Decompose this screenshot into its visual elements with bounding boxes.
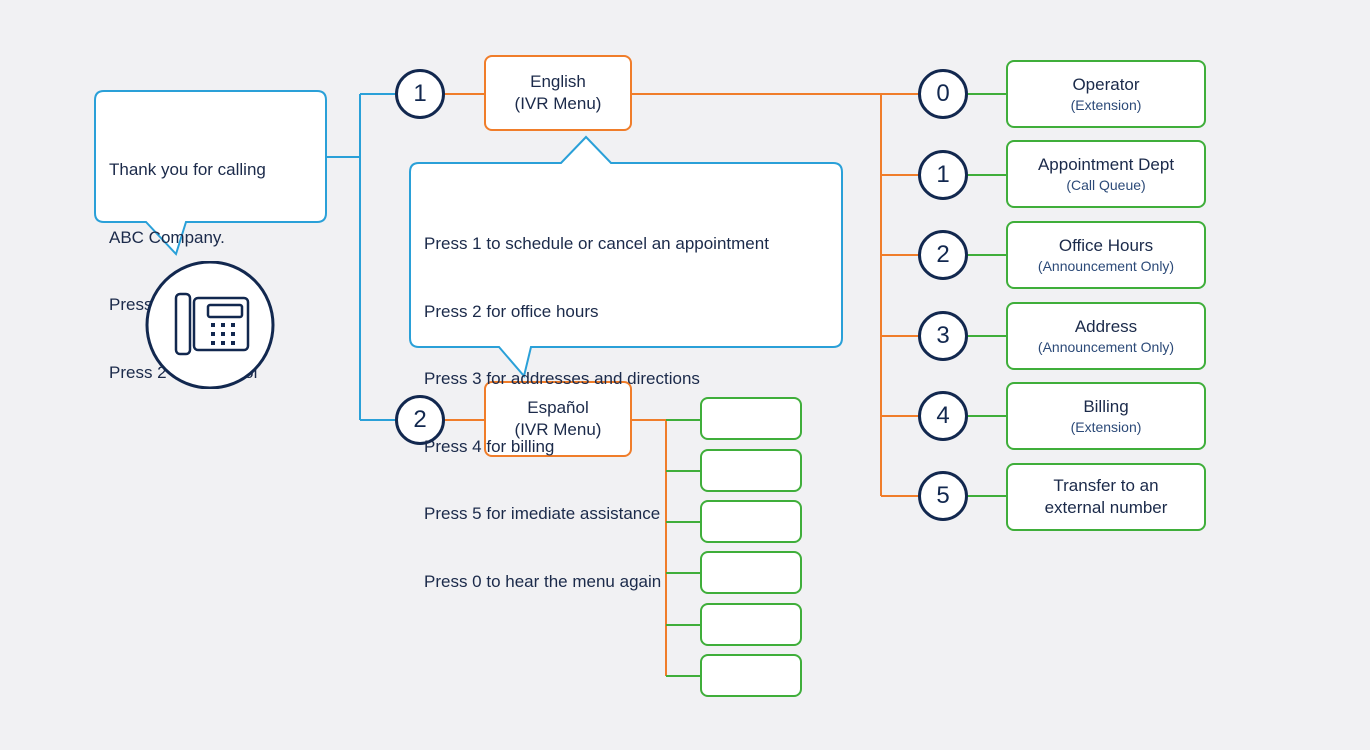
english-option-5-circle: 5 [918, 471, 968, 521]
menu-subtitle: (IVR Menu) [514, 94, 602, 113]
office-hours-destination: Office Hours (Announcement Only) [1006, 221, 1206, 289]
address-destination: Address (Announcement Only) [1006, 302, 1206, 370]
spanish-option-box [700, 397, 802, 440]
desk-phone-icon [145, 261, 275, 389]
greeting-line: Thank you for calling [109, 160, 266, 179]
spanish-option-box [700, 603, 802, 646]
prompt-line: Press 5 for imediate assistance [424, 504, 661, 523]
destination-title: Address [1074, 316, 1138, 336]
language-option-1-circle: 1 [395, 69, 445, 119]
destination-title: Transfer to an external number [1044, 476, 1168, 517]
spanish-option-box [700, 500, 802, 543]
english-option-1-circle: 1 [918, 150, 968, 200]
external-transfer-destination: Transfer to an external number [1006, 463, 1206, 531]
greeting-line: ABC Company. [109, 227, 225, 247]
english-prompt-text: Press 1 to schedule or cancel an appoint… [424, 188, 769, 638]
destination-title: Office Hours [1058, 235, 1154, 255]
destination-subtitle: (Extension) [1070, 96, 1142, 113]
destination-subtitle: (Call Queue) [1066, 176, 1146, 193]
spanish-option-box [700, 449, 802, 492]
destination-subtitle: (Announcement Only) [1037, 338, 1175, 355]
destination-subtitle: (Extension) [1070, 418, 1142, 435]
spanish-ivr-menu: Español (IVR Menu) [484, 381, 632, 457]
prompt-line: Press 0 to hear the menu again [424, 571, 662, 591]
english-ivr-menu: English (IVR Menu) [484, 55, 632, 131]
destination-title: Billing [1083, 396, 1129, 416]
prompt-line: Press 4 for billing [424, 436, 555, 456]
appointment-dept-destination: Appointment Dept (Call Queue) [1006, 140, 1206, 208]
english-option-0-circle: 0 [918, 69, 968, 119]
prompt-line: Press 1 to schedule or cancel an appoint… [424, 234, 769, 253]
menu-subtitle: (IVR Menu) [514, 420, 602, 439]
menu-title: English [530, 72, 586, 91]
destination-subtitle: (Announcement Only) [1037, 257, 1175, 274]
operator-destination: Operator (Extension) [1006, 60, 1206, 128]
prompt-line: Press 3 for addresses and directions [424, 369, 700, 388]
destination-title: Operator [1072, 74, 1140, 94]
english-option-3-circle: 3 [918, 311, 968, 361]
english-option-2-circle: 2 [918, 230, 968, 280]
spanish-option-box [700, 654, 802, 697]
language-option-2-circle: 2 [395, 395, 445, 445]
destination-title: Appointment Dept [1037, 154, 1175, 174]
menu-title: Español [527, 398, 589, 417]
english-option-4-circle: 4 [918, 391, 968, 441]
prompt-line: Press 2 for office hours [424, 301, 599, 321]
spanish-option-box [700, 551, 802, 594]
billing-destination: Billing (Extension) [1006, 382, 1206, 450]
